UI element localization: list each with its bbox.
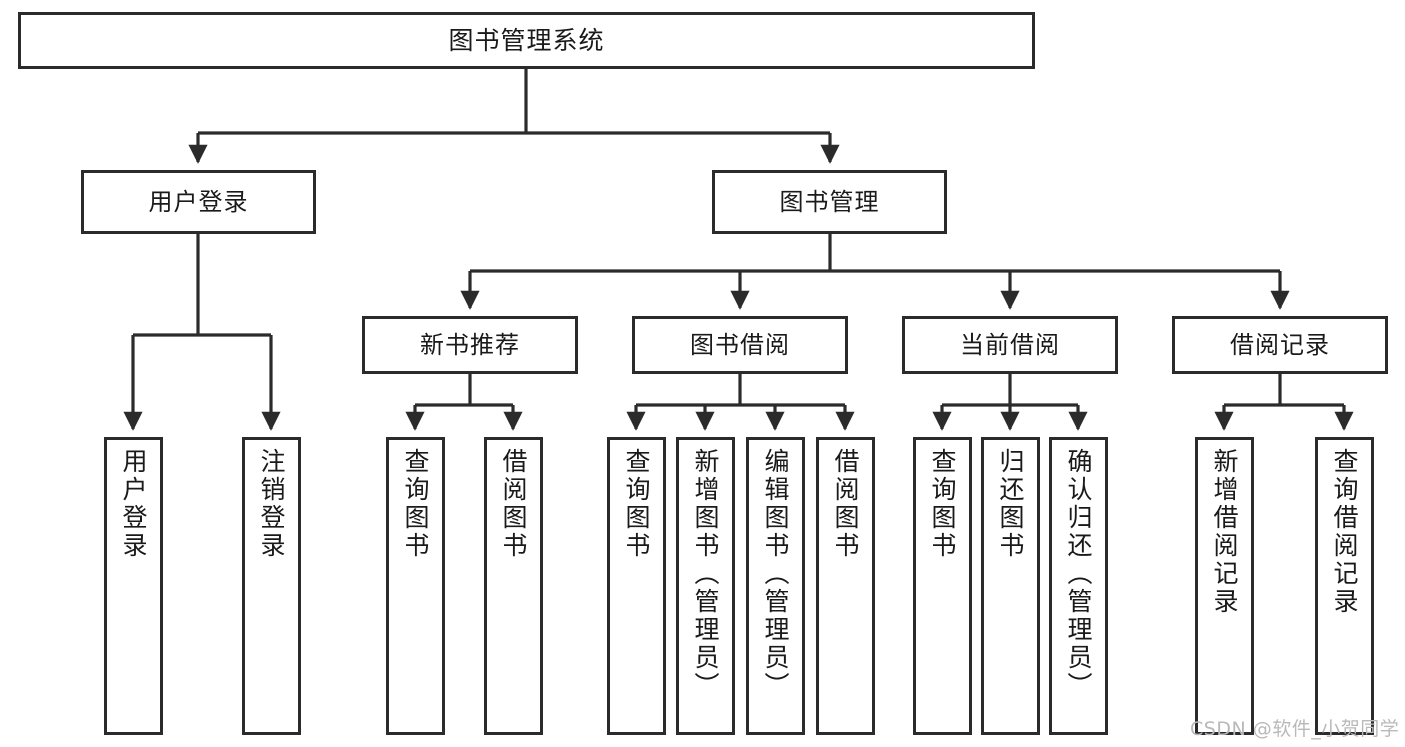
node-root[interactable]: 图书管理系统 <box>18 12 1035 69</box>
node-leaf-user-login[interactable]: 用户登录 <box>104 437 163 735</box>
node-current-borrow[interactable]: 当前借阅 <box>902 316 1118 374</box>
node-book-manage-label: 图书管理 <box>779 187 880 216</box>
node-user-login[interactable]: 用户登录 <box>81 170 316 234</box>
node-leaf-confirm-return[interactable]: 确认归还（管理员） <box>1049 437 1108 735</box>
node-book-borrow[interactable]: 图书借阅 <box>632 316 848 374</box>
node-new-book-recommend[interactable]: 新书推荐 <box>362 316 578 374</box>
node-leaf-add-record-label: 新增借阅记录 <box>1210 448 1239 616</box>
node-leaf-add-book[interactable]: 新增图书（管理员） <box>676 437 735 735</box>
node-leaf-confirm-return-label: 确认归还（管理员） <box>1064 448 1093 700</box>
node-leaf-return-book[interactable]: 归还图书 <box>981 437 1040 735</box>
node-leaf-borrow-book-1[interactable]: 借阅图书 <box>484 437 543 735</box>
node-leaf-query-book-1-label: 查询图书 <box>401 448 430 560</box>
node-leaf-query-record[interactable]: 查询借阅记录 <box>1315 437 1374 735</box>
node-root-label: 图书管理系统 <box>448 25 605 55</box>
node-leaf-borrow-book-2[interactable]: 借阅图书 <box>816 437 875 735</box>
node-leaf-logout-login-label: 注销登录 <box>257 448 286 560</box>
node-borrow-record-label: 借阅记录 <box>1230 330 1330 359</box>
node-leaf-query-book-3[interactable]: 查询图书 <box>913 437 972 735</box>
node-leaf-query-book-2-label: 查询图书 <box>622 448 651 560</box>
node-borrow-record[interactable]: 借阅记录 <box>1172 316 1388 374</box>
csdn-watermark: CSDN @软件_小贺同学 <box>1190 718 1400 740</box>
node-leaf-query-book-3-label: 查询图书 <box>928 448 957 560</box>
node-book-manage[interactable]: 图书管理 <box>712 170 947 234</box>
node-leaf-logout-login[interactable]: 注销登录 <box>242 437 301 735</box>
node-user-login-label: 用户登录 <box>148 187 249 216</box>
node-leaf-query-record-label: 查询借阅记录 <box>1330 448 1359 616</box>
node-leaf-add-book-label: 新增图书（管理员） <box>691 448 720 700</box>
node-book-borrow-label: 图书借阅 <box>690 330 790 359</box>
node-leaf-user-login-label: 用户登录 <box>119 448 148 560</box>
node-leaf-edit-book-label: 编辑图书（管理员） <box>761 448 790 700</box>
node-leaf-return-book-label: 归还图书 <box>996 448 1025 560</box>
node-leaf-borrow-book-2-label: 借阅图书 <box>831 448 860 560</box>
node-new-book-recommend-label: 新书推荐 <box>420 330 520 359</box>
node-leaf-query-book-1[interactable]: 查询图书 <box>386 437 445 735</box>
node-leaf-query-book-2[interactable]: 查询图书 <box>607 437 666 735</box>
node-leaf-edit-book[interactable]: 编辑图书（管理员） <box>746 437 805 735</box>
node-leaf-add-record[interactable]: 新增借阅记录 <box>1195 437 1254 735</box>
node-current-borrow-label: 当前借阅 <box>960 330 1060 359</box>
node-leaf-borrow-book-1-label: 借阅图书 <box>499 448 528 560</box>
